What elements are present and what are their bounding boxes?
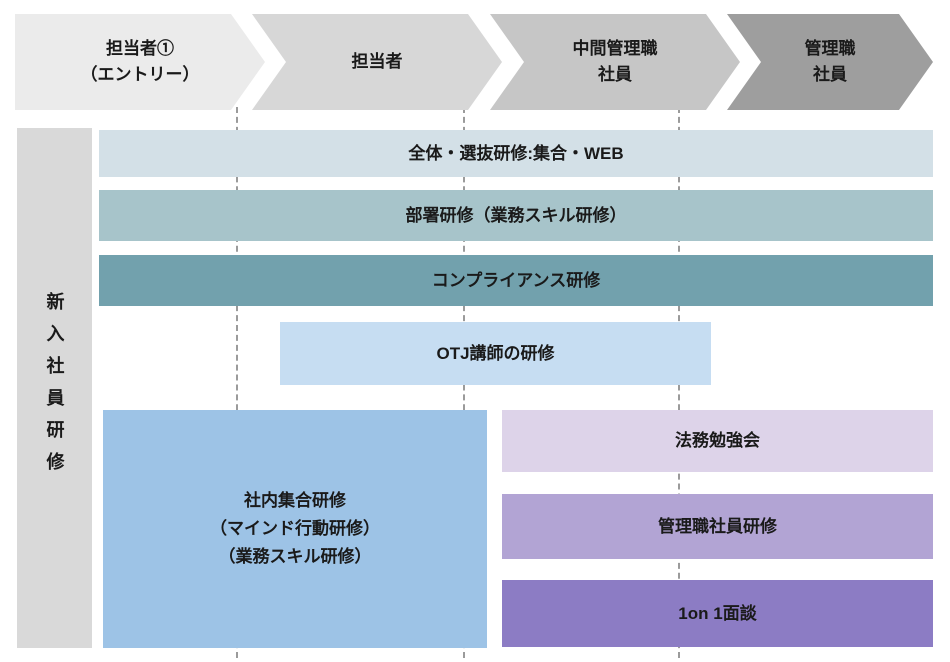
stage-chevron-staff: 担当者 (252, 14, 502, 110)
new-employee-training-band: 新入社員研修 (17, 128, 92, 648)
stage-chevron-management: 管理職 社員 (727, 14, 933, 110)
bar-compliance-training: コンプライアンス研修 (99, 255, 933, 306)
bar-overall-selective-training: 全体・選抜研修:集合・WEB (99, 130, 933, 177)
stage-divider-line (236, 107, 238, 658)
bar-internal-group-training: 社内集合研修 （マインド行動研修） （業務スキル研修） (103, 410, 487, 648)
bar-department-training: 部署研修（業務スキル研修） (99, 190, 933, 241)
stage-chevron-entry: 担当者① （エントリー） (15, 14, 265, 110)
bar-1on1-meeting: 1on 1面談 (502, 580, 933, 647)
bar-otj-instructor-training: OTJ講師の研修 (280, 322, 711, 385)
stage-chevron-middle-management: 中間管理職 社員 (490, 14, 740, 110)
new-employee-training-label: 新入社員研修 (44, 292, 65, 484)
bar-manager-employee-training: 管理職社員研修 (502, 494, 933, 559)
bar-legal-study-session: 法務勉強会 (502, 410, 933, 472)
